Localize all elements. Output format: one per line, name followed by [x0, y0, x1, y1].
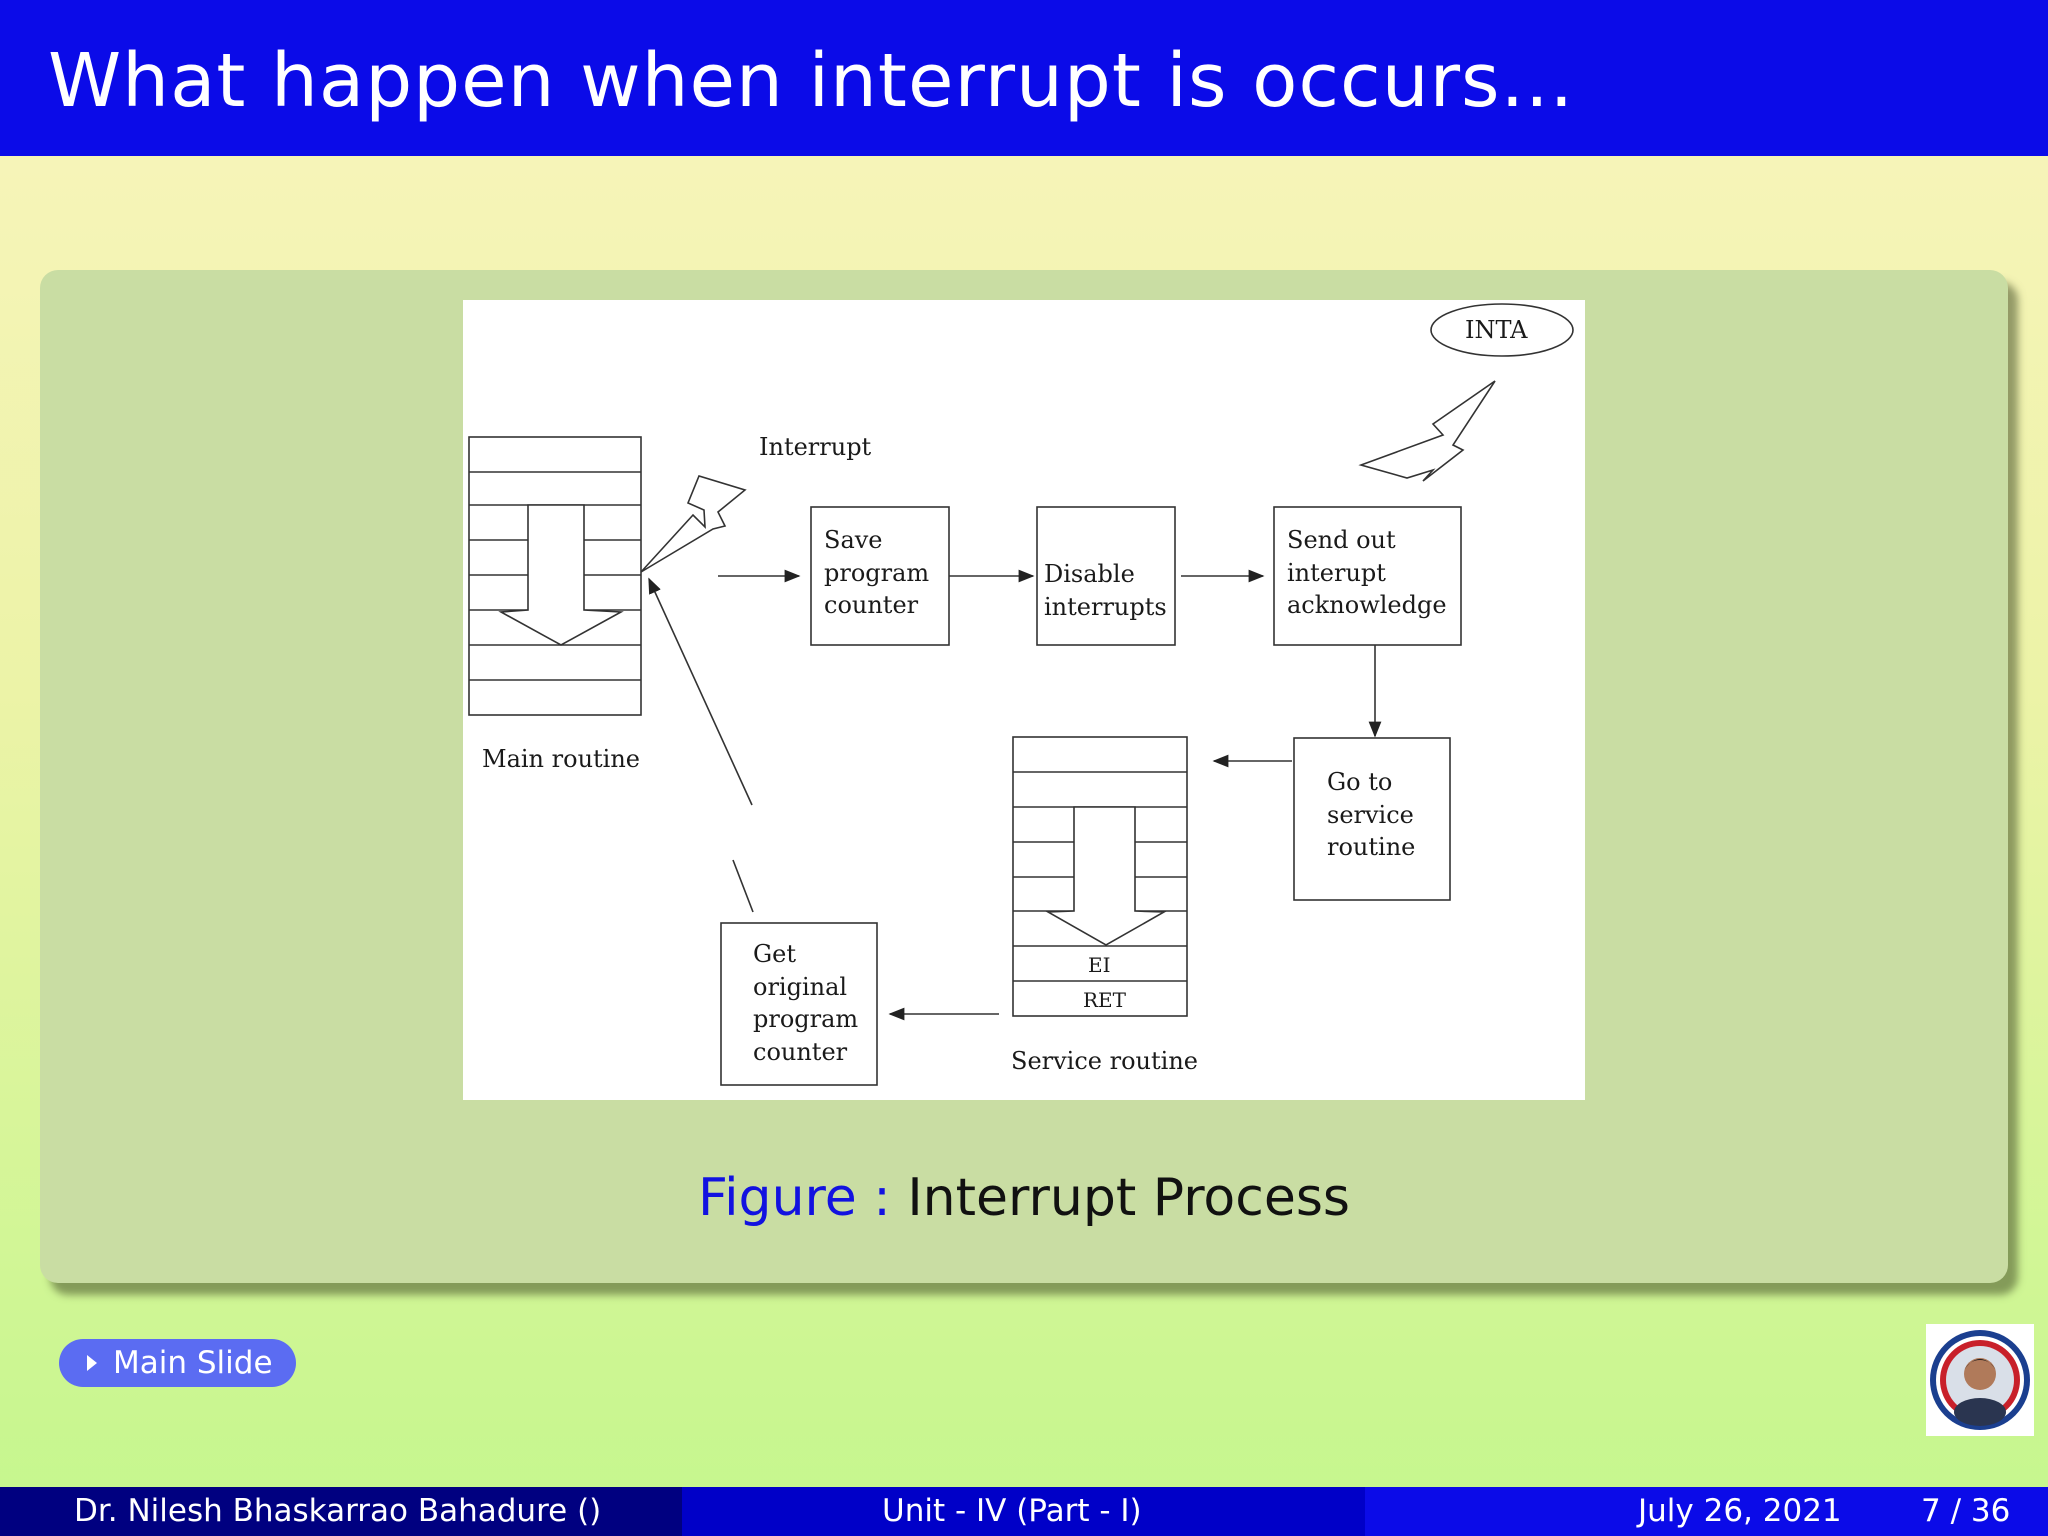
save-line1: Save — [824, 526, 883, 554]
footer-page-number: 7 / 36 — [1921, 1493, 2011, 1529]
goto-line3: routine — [1327, 833, 1416, 861]
caption-text: Interrupt Process — [907, 1168, 1351, 1228]
title-bar: What happen when interrupt is occurs... — [0, 0, 2048, 156]
down-arrow-icon — [498, 504, 624, 646]
send-acknowledge-box — [1273, 506, 1462, 646]
footer-left: Dr. Nilesh Bhaskarrao Bahadure () — [0, 1487, 682, 1536]
footer-author: Dr. Nilesh Bhaskarrao Bahadure () — [74, 1493, 602, 1529]
save-line3: counter — [824, 591, 919, 619]
service-routine-label: Service routine — [1011, 1047, 1198, 1075]
interrupt-label: Interrupt — [759, 433, 872, 461]
send-line1: Send out — [1287, 526, 1396, 554]
get-line3: program — [753, 1005, 859, 1033]
inta-lightning-icon — [1358, 380, 1496, 482]
get-original-pc-box — [720, 922, 878, 1086]
figure-caption: Figure : Interrupt Process — [0, 1168, 2048, 1228]
get-line4: counter — [753, 1038, 848, 1066]
main-slide-button[interactable]: Main Slide — [59, 1339, 296, 1387]
footer-date: July 26, 2021 — [1638, 1493, 1842, 1529]
interrupt-lightning-icon — [640, 475, 747, 573]
send-line3: acknowledge — [1287, 591, 1447, 619]
send-line2: interupt — [1287, 559, 1386, 587]
disable-line2: interrupts — [1044, 593, 1167, 621]
goto-service-routine-box — [1293, 737, 1451, 901]
slide-title: What happen when interrupt is occurs... — [48, 38, 1575, 124]
main-routine-stack — [468, 436, 642, 716]
service-down-arrow-icon — [1045, 806, 1167, 946]
ei-label: EI — [1088, 953, 1111, 977]
caption-prefix: Figure : — [697, 1168, 891, 1228]
inta-label: INTA — [1465, 316, 1528, 344]
footer-unit: Unit - IV (Part - I) — [882, 1493, 1142, 1529]
main-routine-label: Main routine — [482, 745, 641, 773]
play-triangle-icon — [87, 1355, 97, 1371]
interrupt-process-diagram: INTA Interrupt Save program counter Disa… — [463, 300, 1585, 1100]
footer-bar: Dr. Nilesh Bhaskarrao Bahadure () Unit -… — [0, 1487, 2048, 1536]
goto-line1: Go to — [1327, 768, 1393, 796]
footer-middle: Unit - IV (Part - I) — [682, 1487, 1365, 1536]
disable-line1: Disable — [1044, 560, 1135, 588]
footer-right: July 26, 2021 7 / 36 — [1365, 1487, 2048, 1536]
main-slide-label: Main Slide — [113, 1345, 273, 1381]
get-line1: Get — [753, 940, 797, 968]
goto-line2: service — [1327, 801, 1414, 829]
academy-logo — [1926, 1324, 2034, 1436]
inta-ellipse — [1430, 303, 1574, 357]
diagram-graphics — [468, 303, 1574, 1086]
disable-interrupts-box — [1036, 506, 1176, 646]
ret-label: RET — [1083, 988, 1126, 1012]
save-line2: program — [824, 559, 930, 587]
get-line2: original — [753, 973, 848, 1001]
